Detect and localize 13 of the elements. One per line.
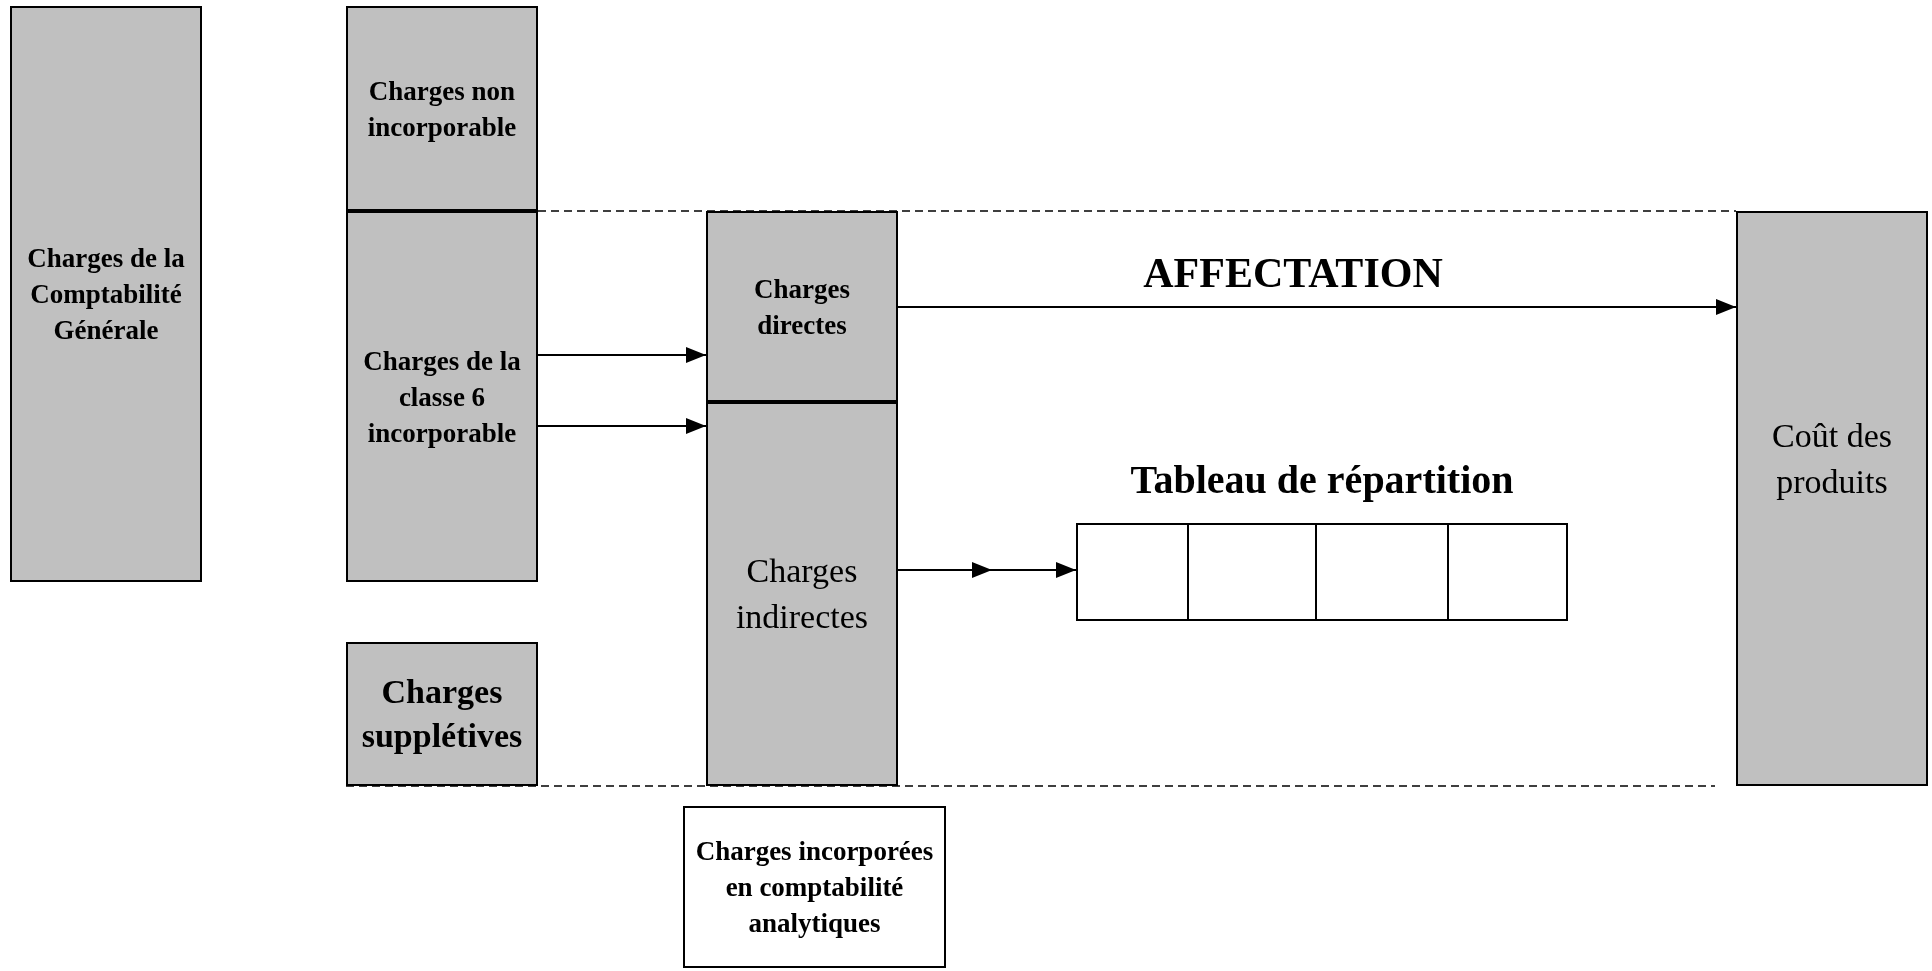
arrow bbox=[537, 347, 707, 363]
arrow bbox=[897, 562, 1077, 578]
charge-box: Charges de la Comptabilité Générale bbox=[10, 6, 202, 582]
arrow bbox=[897, 299, 1737, 315]
charge-box: Charges directes bbox=[706, 211, 898, 402]
charge-box: Coût des produits bbox=[1736, 211, 1928, 786]
arrow bbox=[537, 418, 707, 434]
charge-box: Charges indirectes bbox=[706, 402, 898, 786]
charge-box: Charges supplétives bbox=[346, 642, 538, 786]
charge-box: Charges non incorporable bbox=[346, 6, 538, 211]
charge-box: Charges de la classe 6 incorporable bbox=[346, 211, 538, 582]
charge-box: Charges incorporées en comptabilité analytiques bbox=[683, 806, 946, 968]
table-heading: Tableau de répartition bbox=[1130, 456, 1514, 504]
